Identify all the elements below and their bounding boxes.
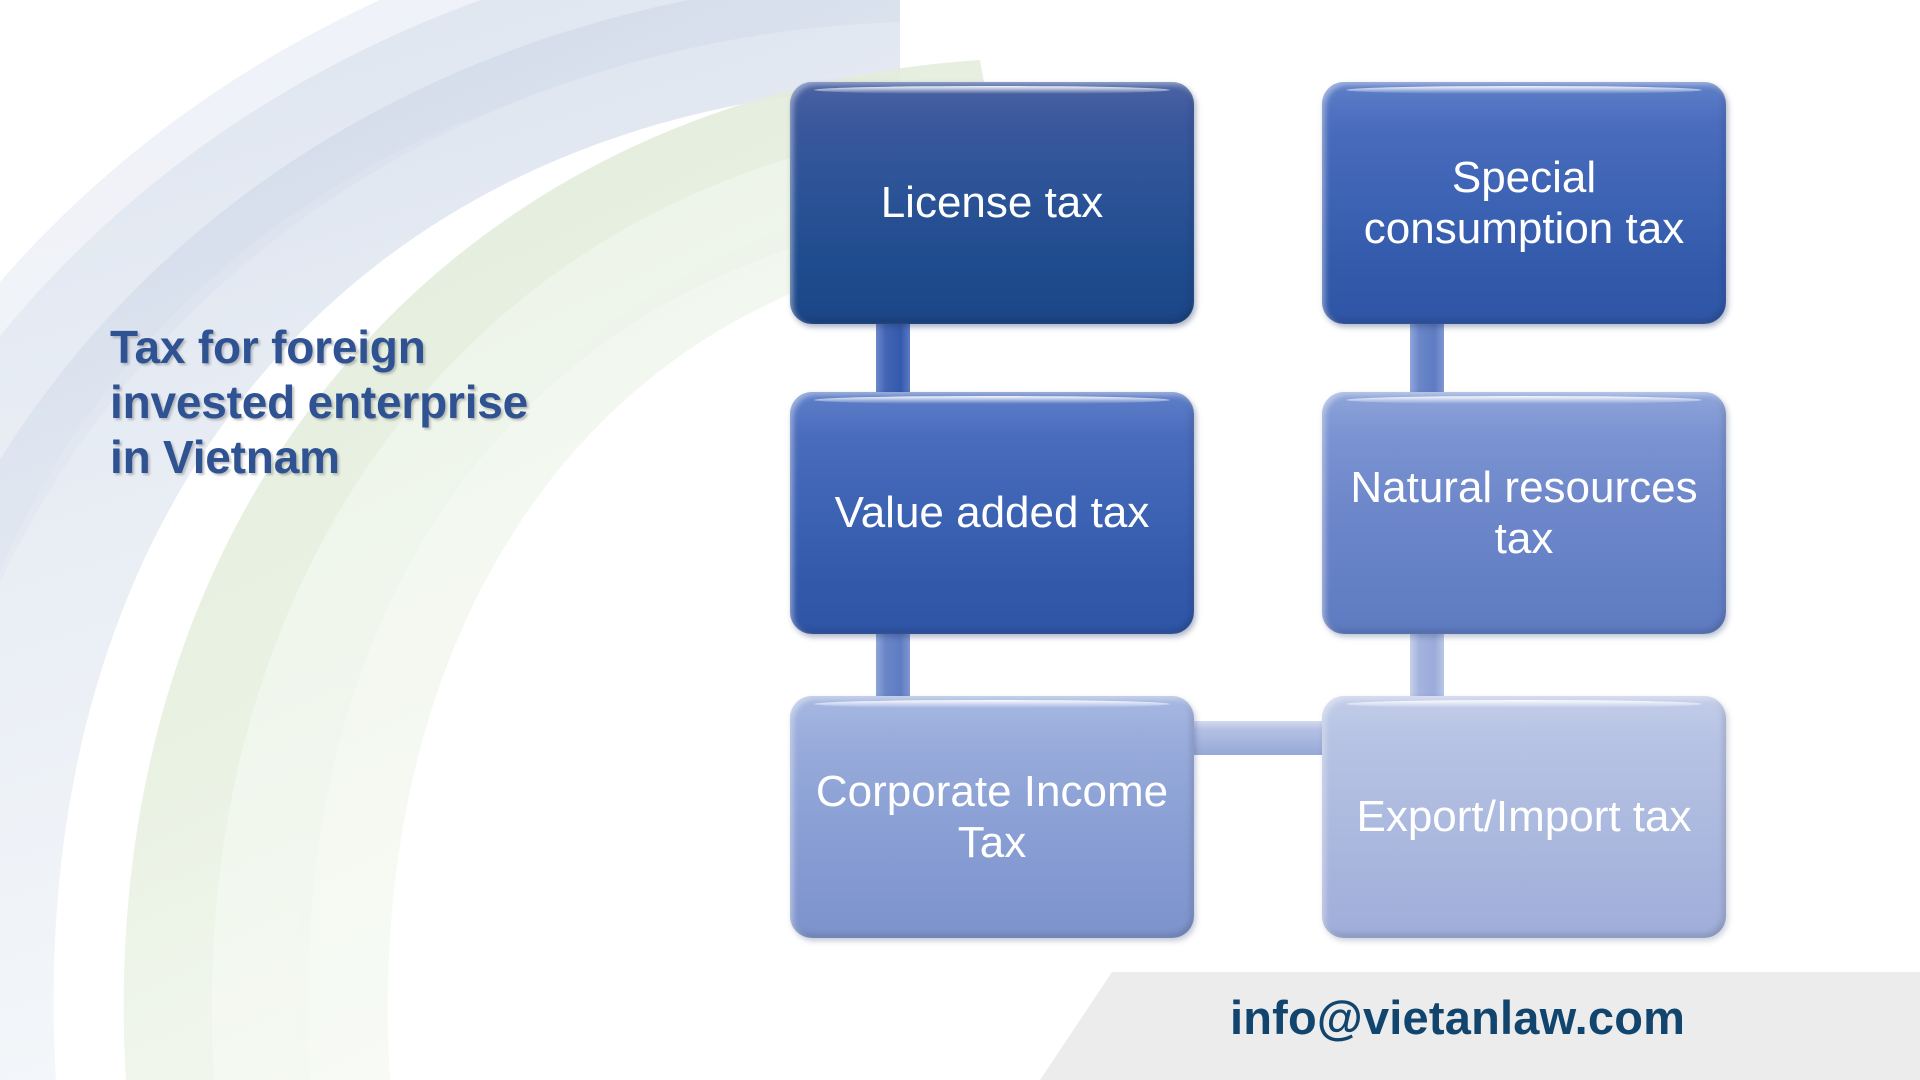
diagram-node-special-consumption-tax[interactable]: Special consumption tax (1322, 82, 1726, 324)
diagram-node-label: Natural resources tax (1350, 462, 1698, 563)
diagram-node-natural-resources-tax[interactable]: Natural resources tax (1322, 392, 1726, 634)
diagram-node-label: License tax (880, 178, 1104, 228)
diagram-node-label: Special consumption tax (1363, 152, 1685, 253)
diagram-node-label: Corporate Income Tax (815, 766, 1169, 867)
page-title-text: Tax for foreign invested enterprise in V… (110, 321, 529, 484)
footer-band (1040, 972, 1920, 1080)
footer-email[interactable]: info@vietanlaw.com (1230, 991, 1686, 1044)
diagram-node-value-added-tax[interactable]: Value added tax (790, 392, 1194, 634)
diagram-node-label: Export/Import tax (1356, 792, 1692, 842)
diagram-node-export-import-tax[interactable]: Export/Import tax (1322, 696, 1726, 938)
page-title: Tax for foreign invested enterprise in V… (110, 320, 530, 486)
diagram-node-corporate-income-tax[interactable]: Corporate Income Tax (790, 696, 1194, 938)
connector-cit-to-eit (1180, 721, 1350, 755)
diagram-node-label: Value added tax (834, 488, 1150, 538)
diagram-node-license-tax[interactable]: License tax (790, 82, 1194, 324)
